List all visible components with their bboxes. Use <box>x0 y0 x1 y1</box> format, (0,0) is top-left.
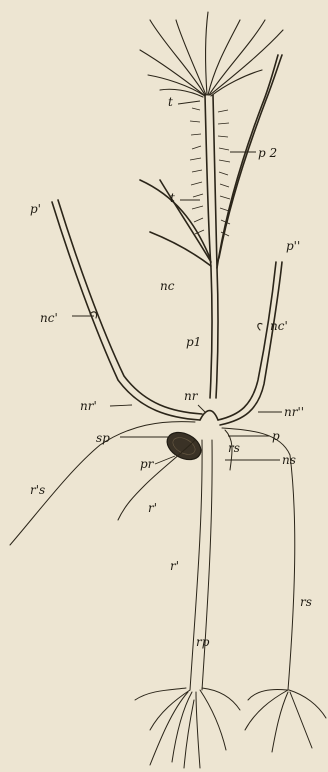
label-r-prime-upper: r' <box>148 501 157 515</box>
labels: t t p 2 p' p'' nc nc' nc' p1 nr' nr nr''… <box>30 95 312 649</box>
root-rs-right <box>222 428 295 690</box>
label-p-prime: p' <box>30 202 41 216</box>
label-ns: ns <box>282 453 296 467</box>
label-t-upper: t <box>168 95 173 109</box>
label-p: p <box>272 429 280 443</box>
root-system <box>10 422 326 768</box>
label-rs-left: r's <box>30 483 45 497</box>
branch-lower-left <box>150 232 211 266</box>
label-nr-right: nr'' <box>284 405 304 419</box>
label-r-prime-lower: r' <box>170 559 179 573</box>
main-stem-p1 <box>205 95 212 398</box>
root-rp <box>190 440 202 690</box>
label-nc-right: nc' <box>270 319 288 333</box>
label-p-double-prime: p'' <box>286 239 300 253</box>
main-stem-p1-edge <box>213 95 218 398</box>
label-sp: sp <box>96 431 110 445</box>
node-nr <box>200 411 218 420</box>
root-rp-edge <box>202 440 212 690</box>
label-rs-right: rs <box>300 595 312 609</box>
label-pr: pr <box>140 457 155 471</box>
branch-p-prime-edge <box>58 200 202 414</box>
label-rp: rp <box>196 635 210 649</box>
rootlets-left <box>135 688 240 768</box>
label-nr-left: nr' <box>80 399 97 413</box>
shoot-system <box>52 12 283 425</box>
label-p1: p1 <box>186 335 201 349</box>
node-nc-right <box>258 323 262 330</box>
label-nc: nc <box>160 279 175 293</box>
tuber-sp <box>162 427 205 465</box>
label-nr: nr <box>184 389 199 403</box>
label-nc-left: nc' <box>40 311 58 325</box>
leader-lines <box>72 101 282 464</box>
rootlets-right <box>245 689 326 752</box>
apical-whorl <box>140 12 283 97</box>
label-rs-mid: rs <box>228 441 240 455</box>
branch-p-double-prime <box>218 262 276 420</box>
hairs-t <box>190 108 230 236</box>
branch-left-outer <box>140 180 210 258</box>
label-t-lower: t <box>170 191 175 205</box>
label-p2: p 2 <box>258 146 277 160</box>
branch-p-prime <box>52 202 200 420</box>
